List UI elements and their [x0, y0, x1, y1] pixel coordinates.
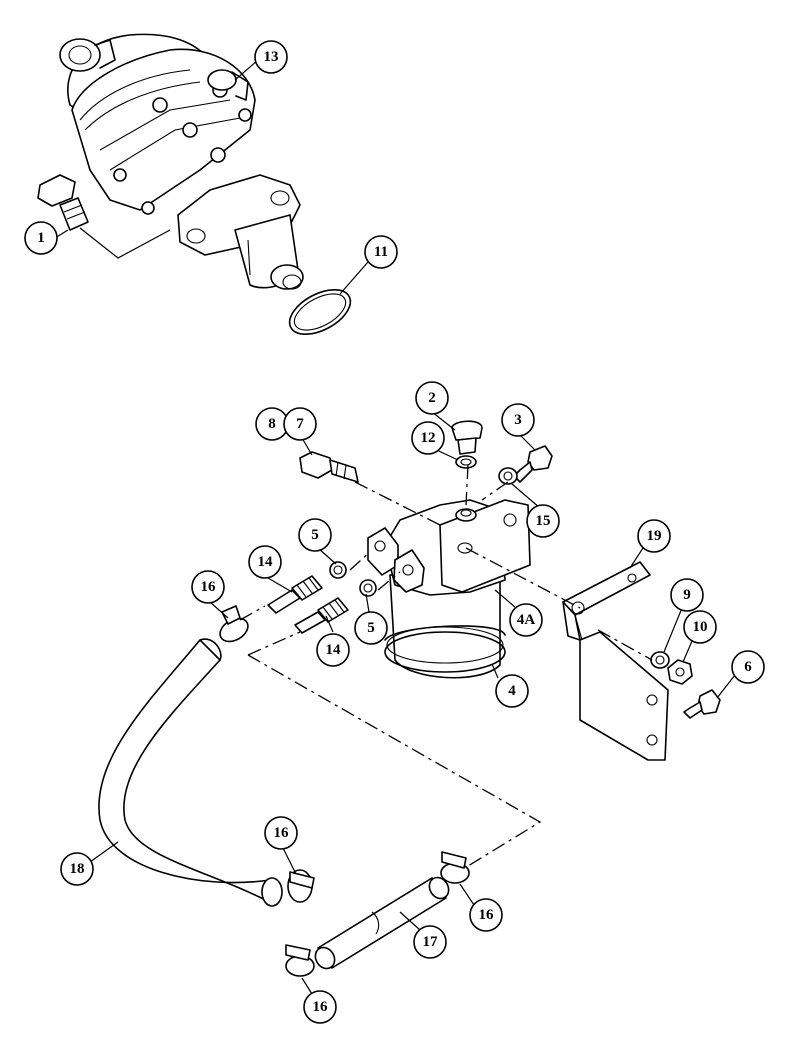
assembly-lines [239, 464, 653, 867]
svg-text:10: 10 [693, 619, 708, 635]
svg-text:9: 9 [683, 587, 691, 603]
svg-text:12: 12 [421, 430, 436, 446]
callout-12: 12 [411, 421, 445, 455]
hose-clamp [287, 869, 315, 903]
callout-11: 11 [364, 235, 398, 269]
callout-1: 1 [24, 221, 58, 255]
svg-text:5: 5 [311, 527, 319, 543]
fuel-pump [37, 33, 352, 335]
callout-5-lower: 5 [354, 611, 388, 645]
callout-6: 6 [731, 650, 765, 684]
svg-text:16: 16 [479, 907, 495, 923]
callout-13: 13 [254, 40, 288, 74]
hardware [267, 420, 721, 719]
svg-text:6: 6 [744, 659, 752, 675]
callout-16-bottom: 16 [303, 990, 337, 1024]
svg-text:13: 13 [264, 49, 279, 65]
hoses [98, 605, 470, 977]
svg-text:4: 4 [508, 683, 516, 699]
svg-text:2: 2 [428, 390, 436, 406]
callout-16-top: 16 [191, 570, 225, 604]
svg-text:1: 1 [37, 230, 45, 246]
svg-text:4A: 4A [517, 612, 536, 628]
callout-2: 2 [415, 381, 449, 415]
svg-text:16: 16 [313, 999, 329, 1015]
callout-10: 10 [683, 610, 717, 644]
callouts: 13 1 11 2 8 7 3 12 15 5 14 16 19 4A 5 [24, 40, 765, 1024]
svg-text:5: 5 [367, 620, 375, 636]
svg-text:7: 7 [296, 416, 304, 432]
svg-text:3: 3 [514, 412, 522, 428]
callout-4: 4 [495, 674, 529, 708]
svg-text:16: 16 [201, 579, 217, 595]
callout-5-upper: 5 [298, 518, 332, 552]
callout-4A: 4A [509, 603, 543, 637]
svg-text:19: 19 [647, 528, 662, 544]
svg-text:8: 8 [268, 416, 276, 432]
fuel-filter [367, 499, 531, 679]
svg-text:16: 16 [274, 825, 290, 841]
svg-text:14: 14 [326, 642, 342, 658]
hose-clamp [285, 944, 315, 977]
callout-19: 19 [637, 519, 671, 553]
callout-18: 18 [60, 852, 94, 886]
callout-16-right: 16 [469, 898, 503, 932]
svg-text:17: 17 [423, 934, 439, 950]
callout-15: 15 [526, 504, 560, 538]
callout-14-lower: 14 [316, 633, 350, 667]
hose-clamp [440, 851, 470, 884]
svg-text:15: 15 [536, 513, 551, 529]
svg-text:11: 11 [374, 244, 388, 260]
svg-text:14: 14 [258, 554, 274, 570]
mounting-bracket [562, 561, 669, 761]
svg-text:18: 18 [70, 861, 85, 877]
callout-7: 7 [283, 407, 317, 441]
callout-14-upper: 14 [248, 545, 282, 579]
callout-16-middle: 16 [264, 816, 298, 850]
callout-17: 17 [413, 925, 447, 959]
callout-3: 3 [501, 403, 535, 437]
callout-9: 9 [670, 578, 704, 612]
hose-clamp [219, 605, 249, 643]
